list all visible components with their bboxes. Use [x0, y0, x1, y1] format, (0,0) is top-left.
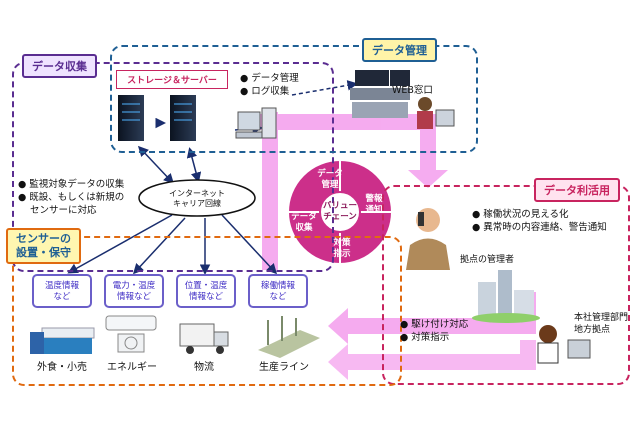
- category-3-line1: 位置・温度: [184, 281, 228, 291]
- collection-bullet-1: ● 監視対象データの収集: [18, 179, 125, 190]
- category-4-line1: 稼働情報: [260, 281, 295, 291]
- site-manager-label: 拠点の管理者: [460, 255, 515, 265]
- industry-label-4: 生産ライン: [259, 362, 309, 373]
- web-window-label: WEB窓口: [392, 85, 433, 96]
- data-utilization-frame: [382, 185, 630, 385]
- collection-bullet-3: センサーに対応: [30, 205, 97, 216]
- internet-line2: キャリア回線: [173, 199, 221, 208]
- management-bullet-1: ● データ管理: [240, 73, 299, 84]
- segment-instruction-line1: 対策: [333, 238, 351, 248]
- segment-alert-line1: 警報: [365, 194, 383, 204]
- category-3-line2: 情報など: [188, 292, 223, 302]
- response-bullet-2: ● 対策指示: [400, 332, 450, 343]
- factory-line-icon: [258, 316, 320, 358]
- storage-server-label: ストレージ＆サーバー: [116, 70, 228, 89]
- sensor-install-line1: センサーの: [16, 232, 71, 245]
- category-box-1: 温度情報 など: [32, 274, 92, 308]
- headquarters-line2: 地方拠点: [574, 325, 611, 335]
- response-bullets: ● 駆け付け対応 ● 対策指示: [400, 318, 468, 344]
- management-bullet-2: ● ログ収集: [240, 86, 290, 97]
- value-chain-wheel: [287, 159, 393, 265]
- utilization-bullets: ● 稼働状況の見える化 ● 異常時の内容連絡、警告通知: [472, 208, 607, 234]
- headquarters-line1: 本社管理部門: [574, 313, 629, 323]
- data-management-tag: データ管理: [362, 38, 437, 62]
- segment-management-line1: データ: [317, 169, 343, 179]
- segment-collection-line1: データ: [291, 212, 317, 222]
- response-bullet-1: ● 駆け付け対応: [400, 319, 469, 330]
- sensor-install-tag: センサーの 設置・保守: [6, 228, 81, 264]
- segment-instruction-line2: 指示: [333, 249, 351, 259]
- collection-bullet-2: ● 既設、もしくは新規の: [18, 192, 125, 203]
- segment-alert-line2: 通知: [365, 205, 383, 215]
- control-room-icon: [350, 70, 410, 118]
- industry-label-1: 外食・小売: [37, 362, 87, 373]
- category-box-4: 稼働情報 など: [248, 274, 308, 308]
- utilization-bullet-1: ● 稼働状況の見える化: [472, 209, 569, 220]
- data-management-frame: [110, 45, 478, 153]
- internet-line1: インターネット: [169, 189, 225, 198]
- sensor-install-line2: 設置・保守: [16, 246, 71, 259]
- air-conditioner-icon: [105, 315, 157, 353]
- internet-ellipse: [138, 179, 256, 217]
- connector-lines: [67, 80, 358, 275]
- headquarters-label: 本社管理部門 地方拠点: [574, 312, 628, 336]
- segment-alert: 警報 通知: [356, 194, 392, 216]
- headquarters-worker-icon: [537, 325, 591, 364]
- manager-phone-icon: [406, 208, 450, 270]
- category-1-line2: など: [53, 292, 71, 302]
- segment-collection-line2: 収集: [295, 223, 313, 233]
- internet-label: インターネット キャリア回線: [147, 189, 247, 209]
- industry-label-3: 物流: [194, 362, 214, 373]
- segment-management: データ 管理: [310, 169, 350, 191]
- collection-bullets: ● 監視対象データの収集 ● 既設、もしくは新規の センサーに対応: [18, 178, 124, 217]
- value-chain-center-line1: バリュー: [322, 201, 357, 211]
- server-icon: [118, 95, 196, 141]
- segment-management-line2: 管理: [321, 180, 339, 190]
- management-bullets: ● データ管理 ● ログ収集: [240, 72, 299, 98]
- computer-icon: [235, 107, 277, 139]
- category-box-2: 電力・温度 情報など: [104, 274, 164, 308]
- value-chain-center-label: バリュー チェーン: [316, 201, 364, 223]
- store-icon: [30, 327, 95, 354]
- utilization-bullet-2: ● 異常時の内容連絡、警告通知: [472, 222, 607, 233]
- data-utilization-tag: データ利活用: [534, 178, 620, 202]
- segment-instruction: 対策 指示: [322, 238, 362, 260]
- category-2-line2: 情報など: [116, 292, 151, 302]
- operator-icon: [417, 97, 455, 129]
- sensor-frame: [12, 236, 402, 386]
- category-2-line1: 電力・温度: [112, 281, 156, 291]
- category-4-line2: など: [269, 292, 287, 302]
- data-collection-frame: [12, 62, 334, 272]
- data-collection-tag: データ収集: [22, 54, 97, 78]
- category-1-line1: 温度情報: [44, 281, 79, 291]
- segment-collection: データ 収集: [286, 212, 322, 234]
- value-chain-center-line2: チェーン: [323, 212, 357, 222]
- category-box-3: 位置・温度 情報など: [176, 274, 236, 308]
- city-icon: [472, 270, 540, 323]
- industry-label-2: エネルギー: [107, 362, 157, 373]
- truck-icon: [179, 323, 229, 354]
